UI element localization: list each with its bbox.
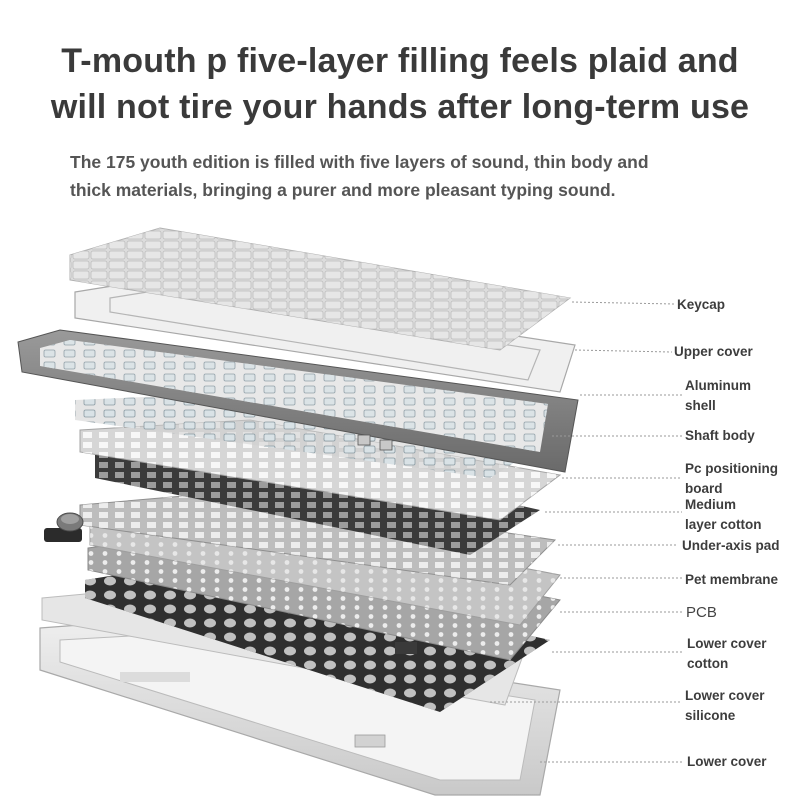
shaft-body-part <box>75 392 550 478</box>
lower-cover-cotton-part <box>85 562 550 712</box>
headline: T-mouth p five-layer filling feels plaid… <box>0 38 800 130</box>
label-pcb-line-1: PCB <box>686 604 717 621</box>
label-medium-layer-cotton-line-2: layer cotton <box>685 517 762 532</box>
label-lower-cover-cotton-line-2: cotton <box>687 656 729 671</box>
leader-line-upper-cover <box>574 349 673 353</box>
label-lower-cover-silicone: Lower cover silicone <box>685 686 765 726</box>
label-pet-membrane-line-1: Pet membrane <box>685 572 779 587</box>
label-aluminum-shell-line-1: Aluminum <box>685 378 751 393</box>
label-lower-cover-silicone-line-1: Lower cover <box>685 688 765 703</box>
label-under-axis-pad: Under-axis pad <box>682 536 780 556</box>
leader-lines <box>490 301 682 763</box>
label-pc-positioning-board-line-1: Pc positioning <box>685 461 778 476</box>
subheadline: The 175 youth edition is filled with fiv… <box>70 148 780 204</box>
label-shaft-body-line-1: Shaft body <box>685 428 755 443</box>
label-keycap-line-1: Keycap <box>677 297 726 312</box>
label-pet-membrane: Pet membrane <box>685 570 778 590</box>
subheadline-line-1: The 175 youth edition is filled with fiv… <box>70 152 649 172</box>
label-lower-cover-cotton: Lower cover cotton <box>687 634 767 674</box>
label-pcb: PCB <box>686 603 717 623</box>
label-medium-layer-cotton-line-1: Medium <box>685 497 737 512</box>
subheadline-line-2: thick materials, bringing a purer and mo… <box>70 180 616 200</box>
aluminum-shell-part <box>17 329 579 473</box>
label-upper-cover: Upper cover <box>674 342 753 362</box>
label-lower-cover-silicone-line-2: silicone <box>685 708 736 723</box>
label-medium-layer-cotton: Medium layer cotton <box>685 495 762 535</box>
label-aluminum-shell-line-2: shell <box>685 398 716 413</box>
label-aluminum-shell: Aluminum shell <box>685 376 751 416</box>
label-pc-positioning-board-line-2: board <box>685 481 723 496</box>
headline-line-1: T-mouth p five-layer filling feels plaid… <box>61 42 739 80</box>
label-lower-cover-line-1: Lower cover <box>687 754 767 769</box>
label-lower-cover: Lower cover <box>687 752 767 772</box>
label-lower-cover-cotton-line-1: Lower cover <box>687 636 767 651</box>
label-keycap: Keycap <box>677 295 725 315</box>
label-pc-positioning-board: Pc positioning board <box>685 459 778 499</box>
label-shaft-body: Shaft body <box>685 426 755 446</box>
label-under-axis-pad-line-1: Under-axis pad <box>682 538 780 553</box>
knob-part <box>44 512 84 542</box>
label-upper-cover-line-1: Upper cover <box>674 344 753 359</box>
keycap-part <box>69 227 572 351</box>
leader-line-keycap <box>571 301 675 305</box>
headline-line-2: will not tire your hands after long-term… <box>50 88 750 126</box>
